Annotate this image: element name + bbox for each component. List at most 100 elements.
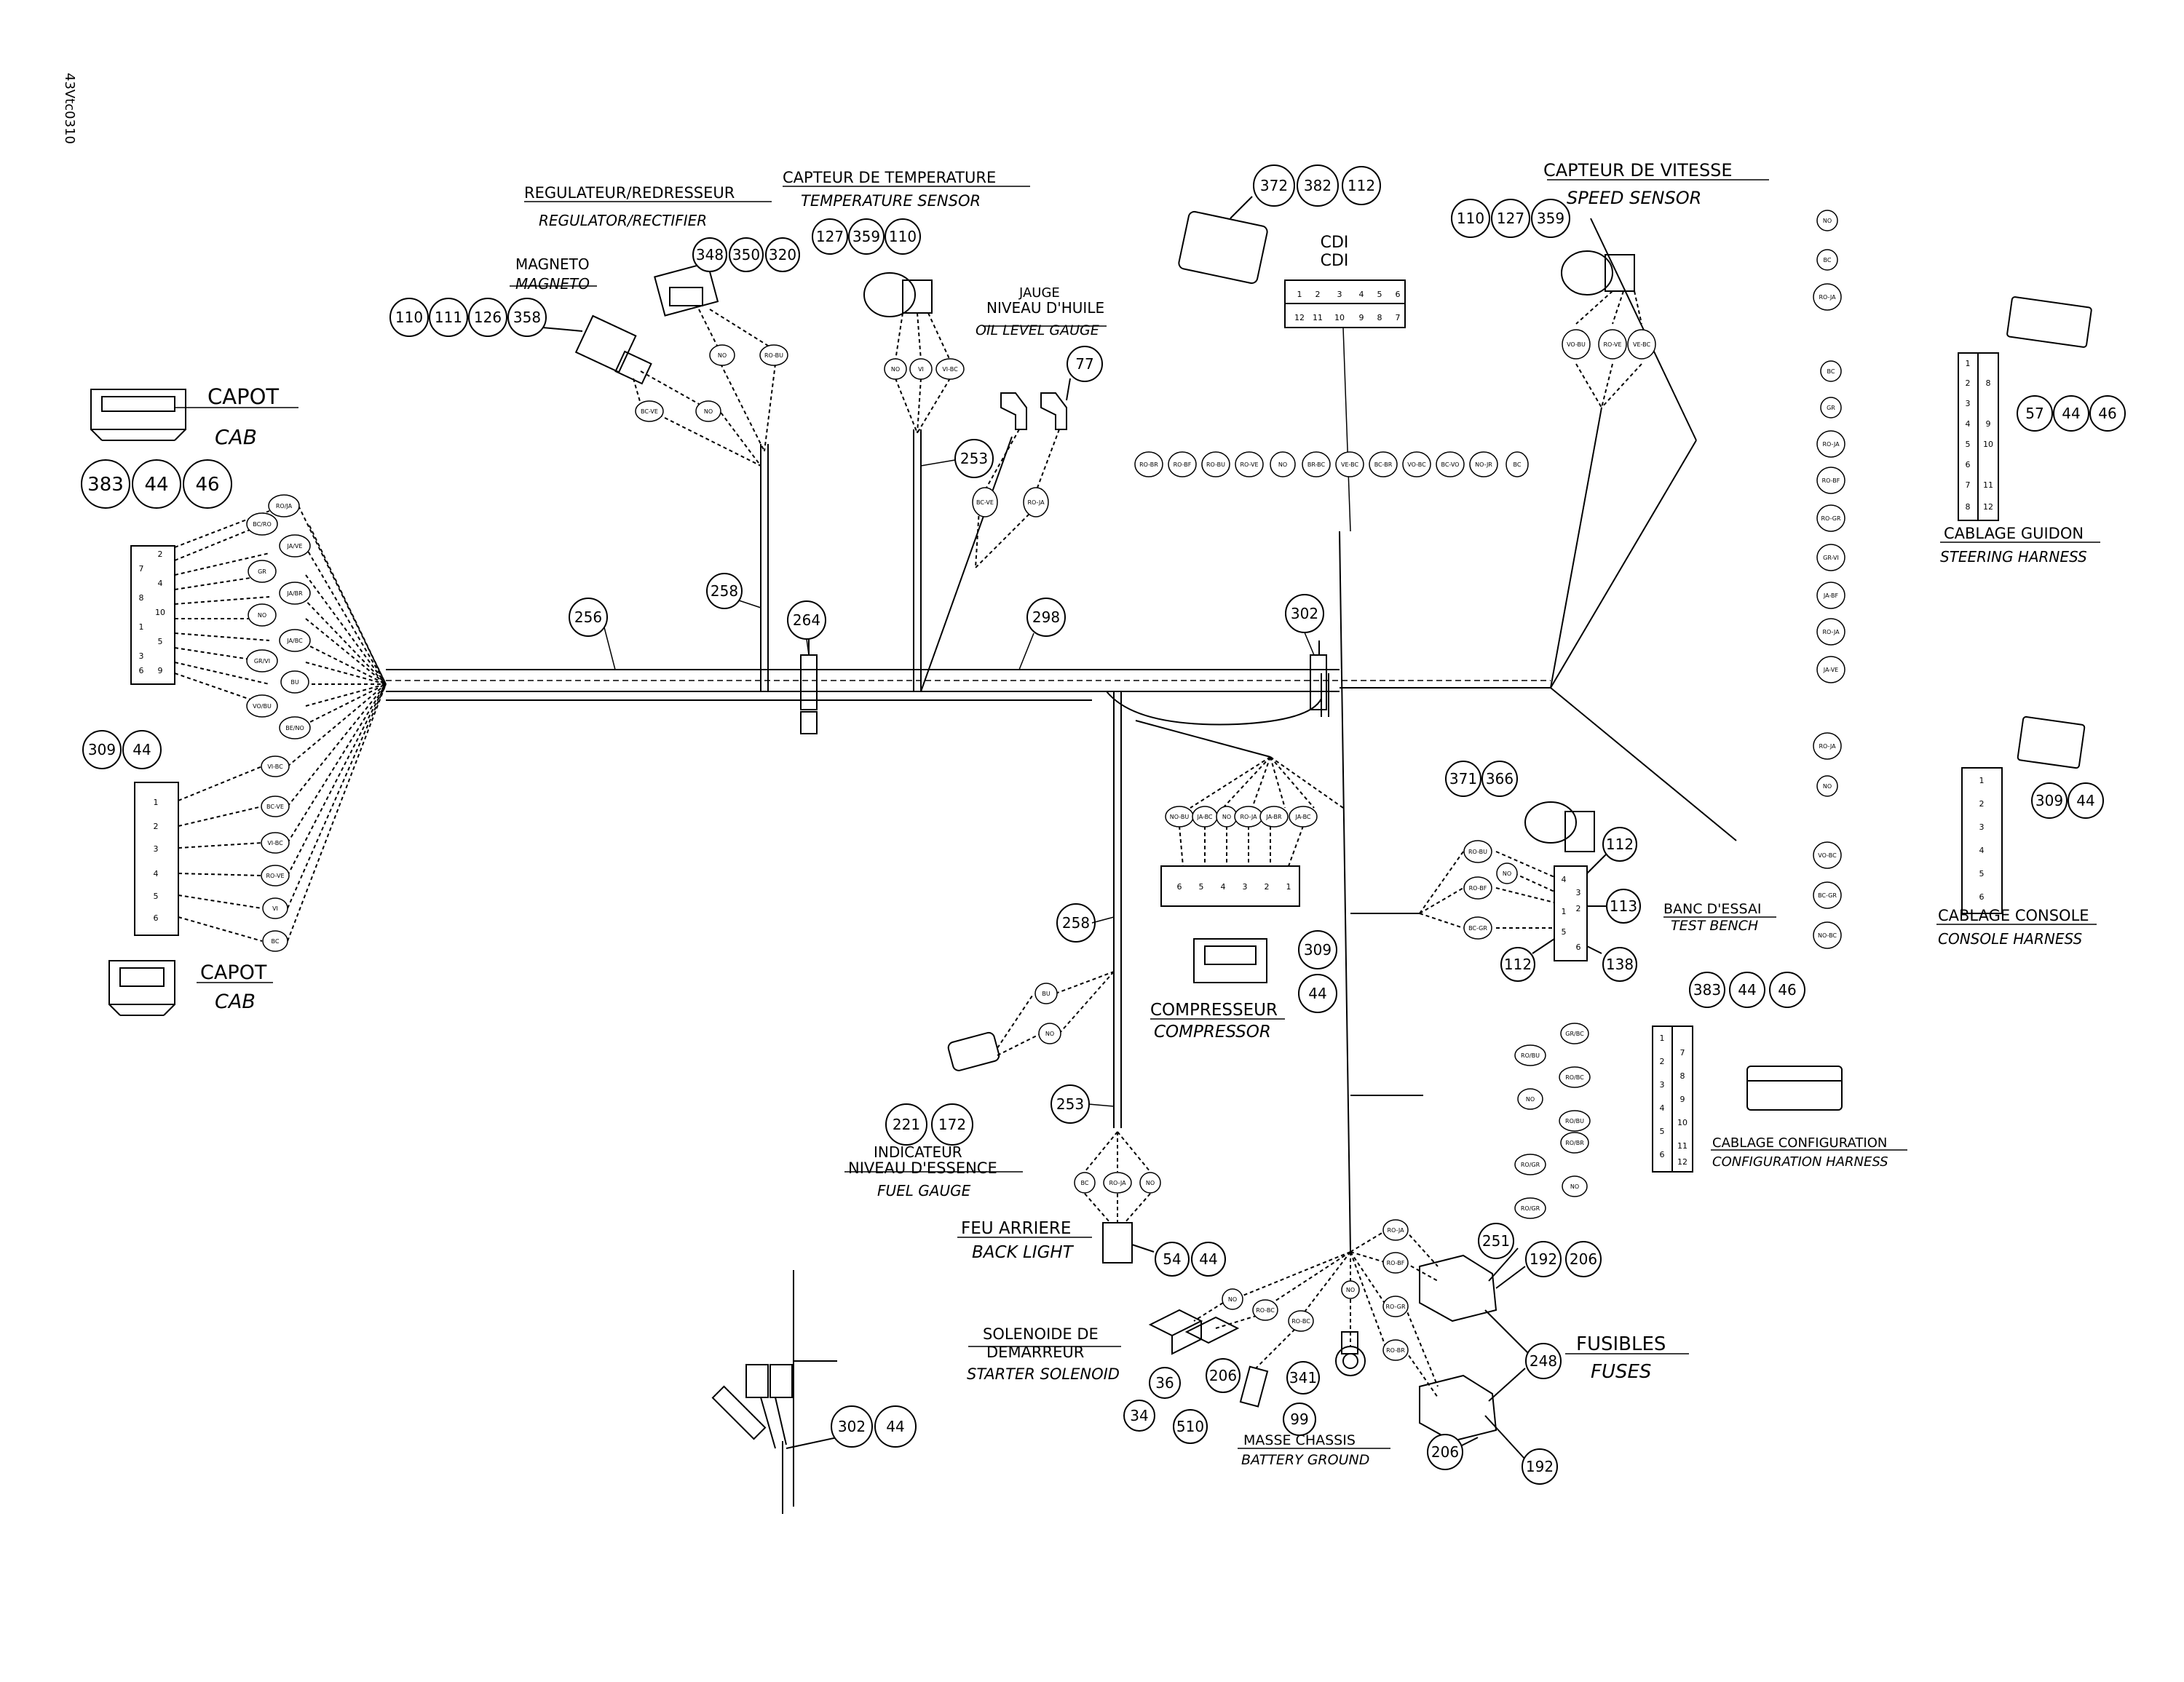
- wire-tag-label: NO: [1503, 870, 1511, 877]
- console-label-en: CONSOLE HARNESS: [1938, 930, 2082, 948]
- callout-number: 111: [435, 309, 462, 326]
- wire-tag-label: NO: [258, 612, 266, 619]
- config-pin-label: 11: [1677, 1141, 1688, 1151]
- callout-number: 112: [1348, 177, 1375, 194]
- wire-tag-label: RO-BC: [1256, 1307, 1275, 1314]
- wire-tag-labels: RO/JA BC/RO JA/VE GR JA/BR NO JA/BC GR/V…: [253, 218, 1841, 1354]
- wire-tag-label: GR/VI: [254, 658, 270, 665]
- wire-tag-label: VI-BC: [267, 840, 283, 846]
- oil-level-gauge: [975, 325, 1107, 568]
- callout-number: 320: [769, 246, 796, 263]
- callout-number: 383: [1693, 981, 1721, 999]
- callout-number: 358: [513, 309, 541, 326]
- regulator-connector: [524, 201, 776, 452]
- wire-tag-label: NO: [1045, 1031, 1054, 1037]
- pin-labels: 7 2 8 4 1 10 3 5 6 9 1 2 3 4 5 6 1 2 3 4…: [139, 290, 1994, 1167]
- config-pin-label: 7: [1680, 1048, 1685, 1058]
- cdi-pin-label: 8: [1377, 313, 1382, 322]
- fuel-label-en: FUEL GAUGE: [877, 1182, 971, 1199]
- bench-pin-label: 6: [1576, 943, 1581, 952]
- temperature-sensor: [783, 186, 1030, 434]
- solenoid-label-fr2: DEMARREUR: [986, 1344, 1084, 1361]
- cdi-pin-label: 12: [1294, 313, 1305, 322]
- capot1-label-fr: CAPOT: [207, 384, 279, 409]
- callout-number: 46: [2098, 405, 2116, 422]
- wire-tag-label: BC: [1081, 1180, 1089, 1186]
- capot2-pin-label: 2: [154, 822, 159, 831]
- steering-pin-label: 12: [1983, 502, 1993, 512]
- wire-tag-label: NO: [1526, 1096, 1535, 1103]
- steering-pin-label: 3: [1966, 399, 1971, 408]
- wire-tag-label: NO: [1570, 1183, 1579, 1190]
- speed-sensor: [1547, 179, 1769, 689]
- magneto-label-fr: MAGNETO: [515, 255, 590, 273]
- callout-number: 253: [960, 450, 988, 467]
- wire-tags: [246, 210, 1845, 1361]
- wire-tag-label: VO-BC: [1407, 461, 1426, 468]
- wire-tag-label: VI-BC: [267, 763, 283, 770]
- compressor-pin-label: 3: [1243, 882, 1248, 892]
- fuel-label-fr1: INDICATEUR: [874, 1143, 962, 1161]
- cdi-module: [1178, 196, 1406, 532]
- cdi-pin-label: 10: [1334, 313, 1345, 322]
- callout-number: 36: [1155, 1374, 1174, 1392]
- callout-number: 44: [144, 474, 168, 496]
- wire-tag-label: RO-JA: [1109, 1180, 1126, 1186]
- config-pin-label: 5: [1660, 1127, 1665, 1136]
- config-label-fr: CABLAGE CONFIGURATION: [1712, 1135, 1887, 1151]
- callout-number: 510: [1176, 1418, 1204, 1435]
- wire-tag-label: JA/BR: [286, 590, 303, 597]
- wire-tag-label: NO: [1222, 814, 1231, 820]
- leader-lines: [604, 459, 1315, 1107]
- callout-number: 127: [1497, 210, 1524, 227]
- wire-tag-label: VI: [272, 905, 278, 912]
- regulator-label-fr: REGULATEUR/REDRESSEUR: [524, 184, 735, 202]
- steering-label-fr: CABLAGE GUIDON: [1944, 525, 2084, 542]
- wire-tag-label: NO: [1278, 461, 1287, 468]
- console-pin-label: 5: [1979, 869, 1985, 878]
- wire-tag-label: BC: [272, 938, 280, 945]
- wire-tag-label: BU: [1042, 991, 1050, 997]
- config-pin-label: 3: [1660, 1080, 1665, 1090]
- wire-tag-label: RO-BU: [1206, 461, 1225, 468]
- wire-tag-label: VO-BU: [1567, 341, 1586, 348]
- fuses-label-en: FUSES: [1591, 1361, 1651, 1383]
- callout-number: 372: [1260, 177, 1288, 194]
- bench-pin-label: 5: [1562, 927, 1567, 937]
- callout-number: 298: [1032, 608, 1060, 626]
- callout-number: 350: [732, 246, 760, 263]
- wire-tag-label: NO-JR: [1475, 461, 1492, 468]
- config-pin-label: 9: [1680, 1095, 1685, 1104]
- wire-tag-label: RO-JA: [1822, 629, 1840, 635]
- wire-tag-label: JA/VE: [287, 543, 303, 550]
- wire-tag-label: GR/BC: [1565, 1031, 1584, 1037]
- wire-tag-label: VE-BC: [1341, 461, 1358, 468]
- callout-number: 113: [1610, 897, 1637, 915]
- cdi-pin-label: 1: [1297, 290, 1302, 299]
- callout-number: 44: [2062, 405, 2080, 422]
- callout-number: 359: [1537, 210, 1564, 227]
- callout-number: 206: [1209, 1367, 1237, 1384]
- fuses: [1350, 1229, 1689, 1460]
- solenoid-label-fr1: SOLENOIDE DE: [983, 1325, 1099, 1343]
- capot2-pin-label: 5: [154, 892, 159, 901]
- wire-tag-label: RO/JA: [276, 503, 293, 509]
- bench-pin-label: 3: [1576, 888, 1581, 897]
- wire-tag-label: JA-BC: [1196, 814, 1212, 820]
- wire-tag-label: RO-GR: [1385, 1304, 1405, 1310]
- cdi-pin-label: 9: [1359, 313, 1364, 322]
- callout-number: 302: [1291, 605, 1318, 622]
- callout-number: 110: [889, 228, 917, 245]
- steering-pin-label: 10: [1983, 440, 1993, 449]
- wire-tag-label: RO-JA: [1027, 499, 1045, 506]
- compressor-pin-label: 2: [1265, 882, 1270, 892]
- wire-tag-label: RO-BF: [1387, 1260, 1405, 1266]
- magneto-label-en: MAGNETO: [515, 275, 590, 293]
- wire-tag-label: RO/BU: [1565, 1118, 1584, 1124]
- capot-cab-connector-2: [108, 683, 387, 1016]
- callout-number: 44: [1738, 981, 1756, 999]
- capot1-pin-label: 1: [139, 622, 144, 632]
- main-harness-trunk: [386, 218, 1737, 1253]
- compressor-pin-label: 6: [1177, 882, 1182, 892]
- callout-number: 57: [2025, 405, 2043, 422]
